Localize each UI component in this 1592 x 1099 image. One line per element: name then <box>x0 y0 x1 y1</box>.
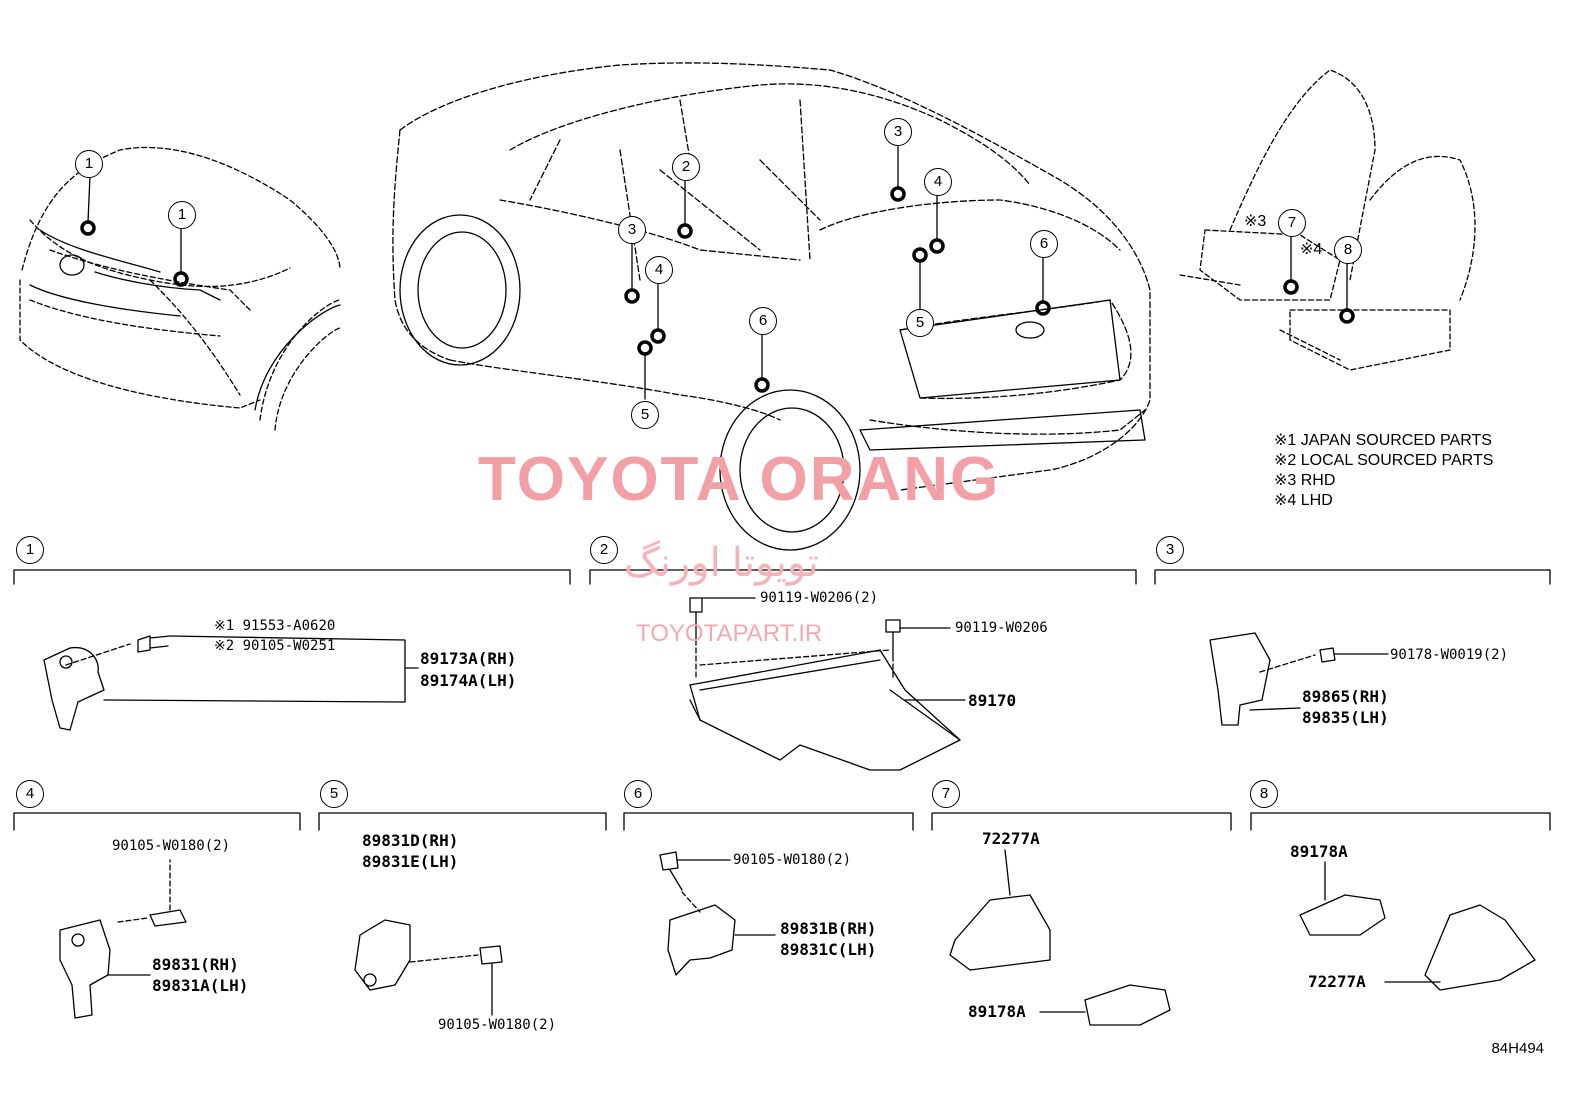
seat-mark-rhd: ※3 <box>1244 213 1267 230</box>
seats-illustration <box>1179 69 1476 371</box>
overview-marker-7[interactable]: 7 <box>1278 209 1306 237</box>
part-label-90105-W0180-s6[interactable]: 90105-W0180(2) <box>733 852 852 868</box>
watermark-persian: تویوتا اورنگ <box>624 541 819 585</box>
part-label-90105-W0180-s4[interactable]: 90105-W0180(2) <box>112 838 231 854</box>
note-local-sourced: ※2 LOCAL SOURCED PARTS <box>1274 452 1494 469</box>
overview-marker-3b[interactable]: 3 <box>618 216 646 244</box>
section-6-number[interactable]: 6 <box>624 780 652 808</box>
overview-marker-4b[interactable]: 4 <box>645 256 673 284</box>
part-label-89178A-s7[interactable]: 89178A <box>968 1002 1026 1021</box>
section-1-number[interactable]: 1 <box>16 536 44 564</box>
section-3-number[interactable]: 3 <box>1156 536 1184 564</box>
section-brackets <box>13 569 1551 831</box>
overview-marker-1b[interactable]: 1 <box>168 201 196 229</box>
part-label-89173A[interactable]: 89173A(RH) <box>420 649 517 668</box>
watermark-url: TOYOTAPART.IR <box>636 620 823 647</box>
suv-overview-illustration <box>392 62 1151 491</box>
overview-marker-8[interactable]: 8 <box>1334 236 1362 264</box>
part-label-90119-W0206[interactable]: 90119-W0206 <box>955 620 1048 636</box>
section-7-bracket <box>949 849 1171 1026</box>
section-8-number[interactable]: 8 <box>1250 780 1278 808</box>
section-7-number[interactable]: 7 <box>932 780 960 808</box>
part-label-89831C[interactable]: 89831C(LH) <box>780 940 877 959</box>
part-label-89174A[interactable]: 89174A(LH) <box>420 671 517 690</box>
part-label-90119-W0206-2[interactable]: 90119-W0206(2) <box>760 590 879 606</box>
part-label-89835[interactable]: 89835(LH) <box>1302 708 1389 727</box>
section-4-number[interactable]: 4 <box>16 780 44 808</box>
suv-wheels <box>399 214 1146 551</box>
part-label-89865[interactable]: 89865(RH) <box>1302 687 1389 706</box>
part-label-90105-W0180-s5[interactable]: 90105-W0180(2) <box>438 1017 557 1033</box>
overview-marker-2[interactable]: 2 <box>672 153 700 181</box>
overview-marker-5b[interactable]: 5 <box>631 401 659 429</box>
section-3-sensor <box>1209 632 1389 726</box>
watermark-brand: TOYOTA ORANG <box>478 445 1001 514</box>
note-lhd: ※4 LHD <box>1274 492 1333 509</box>
overview-marker-5a[interactable]: 5 <box>906 309 934 337</box>
part-label-90105-W0251[interactable]: ※2 90105-W0251 <box>214 638 336 654</box>
section-8-bracket <box>1299 861 1536 991</box>
marker-leader-lines <box>87 145 1348 400</box>
overview-marker-4a[interactable]: 4 <box>924 168 952 196</box>
section-6-sensor <box>659 851 776 976</box>
part-label-89831E[interactable]: 89831E(LH) <box>362 852 459 871</box>
section-2-number[interactable]: 2 <box>590 536 618 564</box>
part-label-89170[interactable]: 89170 <box>968 691 1017 710</box>
note-japan-sourced: ※1 JAPAN SOURCED PARTS <box>1274 432 1492 449</box>
part-label-89831D[interactable]: 89831D(RH) <box>362 831 459 850</box>
diagram-code: 84H494 <box>1491 1040 1544 1057</box>
part-label-89831B[interactable]: 89831B(RH) <box>780 919 877 938</box>
section-2-ecu <box>689 597 966 771</box>
part-label-89831A[interactable]: 89831A(LH) <box>152 976 249 995</box>
front-car-solid-lines <box>29 229 341 411</box>
seat-mark-lhd: ※4 <box>1300 241 1323 258</box>
overview-marker-6a[interactable]: 6 <box>1030 230 1058 258</box>
section-5-number[interactable]: 5 <box>320 780 348 808</box>
note-rhd: ※3 RHD <box>1274 472 1336 489</box>
section-5-sensor <box>354 919 503 1016</box>
part-label-72277A-s8[interactable]: 72277A <box>1308 972 1366 991</box>
overview-marker-3a[interactable]: 3 <box>884 118 912 146</box>
location-markers <box>80 186 1355 393</box>
overview-marker-6b[interactable]: 6 <box>749 307 777 335</box>
part-label-90178-W0019[interactable]: 90178-W0019(2) <box>1390 647 1509 663</box>
part-label-89178A-s8[interactable]: 89178A <box>1290 842 1348 861</box>
part-label-89831[interactable]: 89831(RH) <box>152 955 239 974</box>
part-label-72277A-s7[interactable]: 72277A <box>982 829 1040 848</box>
section-4-sensor <box>59 859 187 1019</box>
section-1-sensor <box>43 635 419 731</box>
part-label-91553-A0620[interactable]: ※1 91553-A0620 <box>214 618 336 634</box>
overview-marker-1a[interactable]: 1 <box>75 150 103 178</box>
